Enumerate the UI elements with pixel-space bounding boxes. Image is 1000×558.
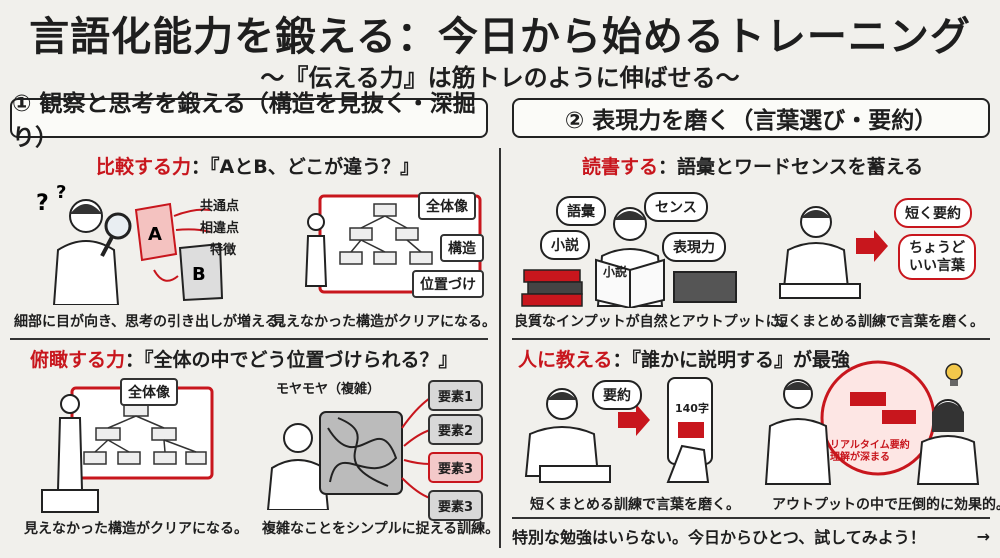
teach-left-illustration [524, 377, 713, 483]
reading-illustration [521, 207, 737, 308]
teach-heading-text: ：『誰かに説明する』が最強 [612, 349, 850, 371]
overview-illustration [41, 386, 214, 513]
simplify-element: 要素2 [428, 414, 484, 445]
column-divider [499, 148, 501, 548]
overview-label: 全体像 [120, 378, 178, 406]
person-icon [304, 213, 328, 287]
lightbulb-icon [945, 363, 963, 386]
page-subtitle: 〜『伝える力』は筋トレのように伸ばせる〜 [260, 64, 740, 92]
summary-bubble-word: ちょうど いい言葉 [898, 234, 976, 280]
footer: 特別な勉強はいらない。今日からひとつ、試してみよう！ → [512, 517, 990, 553]
teach-bubble: 要約 [592, 380, 642, 410]
right-section-header: ② 表現力を磨く（言葉選び・要約） [512, 98, 990, 138]
svg-text:B: B [192, 264, 206, 285]
reading-book-label: 小説 [603, 265, 628, 279]
reading-heading-text: ：語彙とワードセンスを蓄える [658, 156, 924, 178]
overview-heading-accent: 俯瞰する力 [30, 349, 126, 371]
person-icon [524, 388, 600, 477]
structure-label-structure: 構造 [440, 234, 484, 262]
arrow-icon [618, 404, 650, 436]
phone-icon [667, 377, 713, 465]
simplify-element: 要素3 [428, 452, 484, 483]
box-b: B [178, 242, 224, 302]
compare-caption: 細部に目が向き、思考の引き出しが増える。 [14, 314, 293, 330]
summary-illustration [779, 206, 888, 299]
left-row-divider [10, 338, 488, 340]
compare-label-feature: 特徴 [210, 243, 237, 258]
simplify-element: 要素3 [428, 490, 484, 521]
compare-label-difference: 相違点 [200, 221, 240, 236]
teach-phone-label: 140字 [675, 402, 709, 415]
footer-text: 特別な勉強はいらない。今日からひとつ、試してみよう！ [512, 528, 926, 547]
right-row-divider [512, 338, 990, 340]
simplify-illustration [266, 398, 431, 510]
teach-red-text: リアルタイム要約 理解が深まる [830, 440, 910, 463]
person-icon [266, 423, 330, 510]
reading-bubble-vocab: 語彙 [556, 196, 606, 226]
compare-heading-text: ：『AとB、どこが違う？』 [191, 156, 420, 178]
teach-caption-right: アウトプットの中で圧倒的に効果的。 [772, 497, 1000, 513]
magnifier-icon [100, 212, 132, 257]
reading-heading: 読書する：語彙とワードセンスを蓄える [582, 152, 923, 179]
overview-heading-text: ：『全体の中でどう位置づけられる？』 [125, 349, 458, 371]
reading-heading-accent: 読書する [582, 156, 659, 178]
summary-caption: 短くまとめる訓練で言葉を磨く。 [774, 314, 984, 330]
person-icon [916, 399, 980, 485]
simplify-label: モヤモヤ（複雑） [276, 382, 381, 397]
person-icon [56, 394, 84, 491]
arrow-icon [856, 230, 888, 262]
left-section-header: ① 観察と思考を鍛える（構造を見抜く・深掘り） [10, 91, 488, 151]
person-icon [764, 379, 832, 485]
question-mark: ? [36, 191, 49, 216]
svg-text:A: A [148, 224, 162, 245]
arrow-icon: → [976, 526, 990, 546]
teach-heading: 人に教える：『誰かに説明する』が最強 [518, 345, 850, 372]
overview-caption: 見えなかった構造がクリアになる。 [24, 521, 248, 537]
teach-caption-left: 短くまとめる訓練で言葉を磨く。 [530, 497, 740, 513]
reading-bubble-novel: 小説 [540, 230, 590, 260]
teach-heading-accent: 人に教える [518, 349, 613, 371]
page-title: 言語化能力を鍛える：今日から始めるトレーニング [29, 14, 971, 60]
structure-label-overview: 全体像 [418, 192, 476, 220]
reading-bubble-expression: 表現力 [662, 232, 726, 262]
reading-caption: 良質なインプットが自然とアウトプットに。 [514, 314, 794, 330]
compare-heading: 比較する力：『AとB、どこが違う？』 [96, 152, 419, 179]
structure-label-position: 位置づけ [412, 270, 484, 298]
summary-bubble-short: 短く要約 [894, 198, 972, 228]
teach-right-illustration [764, 360, 980, 485]
book-icon [521, 269, 583, 307]
person-icon [52, 199, 120, 305]
reading-bubble-sense: センス [644, 192, 708, 222]
compare-heading-accent: 比較する力 [96, 156, 192, 178]
compare-illustration: ? ? A B [36, 182, 224, 305]
overview-heading: 俯瞰する力：『全体の中でどう位置づけられる？』 [30, 345, 458, 372]
person-icon [782, 206, 850, 289]
question-mark: ? [56, 182, 66, 203]
book-icon [673, 271, 737, 303]
simplify-caption: 複雑なことをシンプルに捉える訓練。 [262, 521, 500, 537]
compare-label-common: 共通点 [200, 199, 240, 214]
box-a: A [134, 202, 178, 262]
simplify-element: 要素1 [428, 380, 484, 411]
structure-caption: 見えなかった構造がクリアになる。 [272, 314, 496, 330]
